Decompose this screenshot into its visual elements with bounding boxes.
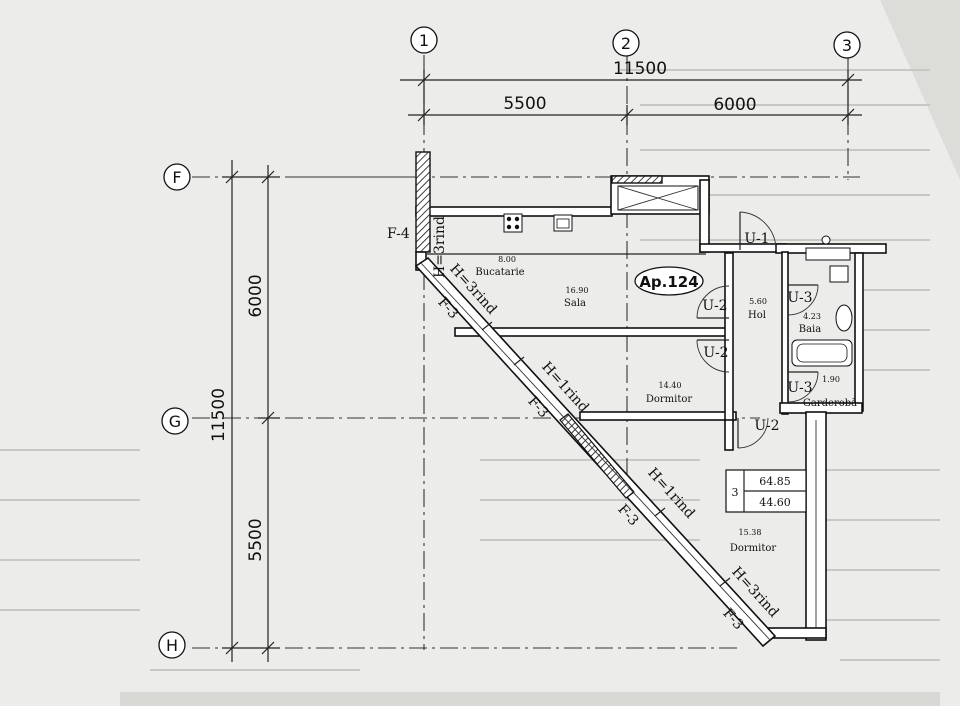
tag-u2-dormitor: U-2 [703, 345, 728, 361]
axis-bubble-g: G [161, 407, 189, 435]
kitchen-sink-fixture [553, 214, 573, 232]
wall-hol-bath [781, 251, 789, 415]
door-u2-sala [696, 285, 730, 319]
dim-left-total: 11500 [209, 388, 229, 442]
svg-text:1: 1 [419, 31, 429, 50]
door-u1 [739, 211, 777, 251]
wall-shaft-right [699, 179, 710, 253]
vent-shaft-hatch [611, 175, 663, 184]
door-u2-dormitor [696, 339, 730, 373]
dim-top-total: 11500 [613, 59, 667, 79]
room-area-garderoba: 1.90 [822, 375, 840, 384]
room-area-dormitor-2: 15.38 [739, 528, 762, 537]
summary-total-area: 64.85 [759, 475, 791, 488]
axis-bubble-2: 2 [612, 29, 640, 57]
axis-bubble-1: 1 [410, 26, 438, 54]
background-text-lines [0, 69, 940, 671]
room-name-hol: Hol [748, 310, 766, 321]
summary-living-area: 44.60 [759, 496, 791, 509]
room-area-baia: 4.23 [803, 312, 821, 321]
room-name-dormitor-1: Dormitor [646, 394, 693, 405]
room-area-hol: 5.60 [749, 297, 767, 306]
tag-u2-sala: U-2 [702, 298, 727, 314]
area-summary-table: 3 64.85 44.60 [725, 469, 807, 513]
axis-bubble-h: H [158, 631, 186, 659]
dim-left-upper: 6000 [246, 274, 266, 317]
left-dimension-chain: 11500 6000 5500 [209, 160, 280, 662]
room-name-dormitor-2: Dormitor [730, 543, 777, 554]
door-u3-baia [787, 284, 819, 316]
tag-u2-dormitor2: U-2 [754, 418, 779, 434]
dim-top-right: 6000 [713, 95, 756, 115]
axis-bubble-f: F [163, 163, 191, 191]
room-name-bucatarie: Bucatarie [475, 267, 524, 278]
door-u3-garderoba [787, 371, 819, 403]
tag-u3-garderoba: U-3 [787, 380, 812, 396]
svg-text:Ap.124: Ap.124 [639, 273, 698, 291]
summary-rooms-count: 3 [732, 486, 739, 499]
apartment-label: Ap.124 [634, 266, 704, 296]
tag-u1: U-1 [744, 231, 769, 247]
wall-dormitor2-left [724, 419, 734, 451]
room-name-garderoba: Garderobă [803, 398, 857, 409]
svg-text:3: 3 [842, 36, 852, 55]
page-corner-shadow [880, 0, 960, 180]
bathroom-fixtures [791, 235, 853, 367]
wall-left-hatched [415, 151, 431, 253]
bottom-cutoff-text [120, 692, 940, 706]
room-name-baia: Baia [799, 324, 822, 335]
tag-u3-baia: U-3 [787, 290, 812, 306]
stove-fixture [503, 213, 523, 233]
wall-height-vertical: H=3rind [432, 216, 448, 278]
top-dimension-chain: 11500 5500 6000 [400, 59, 862, 125]
axis-bubble-3: 3 [833, 31, 861, 59]
svg-text:F: F [172, 168, 181, 187]
dim-left-lower: 5500 [246, 518, 266, 561]
wall-dormitor-split [579, 411, 737, 421]
svg-text:2: 2 [621, 34, 631, 53]
room-area-dormitor-1: 14.40 [659, 381, 682, 390]
room-area-bucatarie: 8.00 [498, 255, 516, 264]
room-area-sala: 16.90 [566, 286, 589, 295]
wall-bath-right [854, 252, 864, 412]
wall-hol-left [724, 252, 734, 422]
dim-top-left: 5500 [503, 94, 546, 114]
svg-text:G: G [169, 412, 181, 431]
wall-hol-top [699, 243, 787, 253]
tag-f4: F-4 [387, 226, 410, 242]
door-u2-dormitor2 [737, 417, 769, 449]
svg-text:H: H [166, 636, 178, 655]
room-name-sala: Sala [564, 298, 586, 309]
diagonal-facade-wall [414, 256, 777, 648]
